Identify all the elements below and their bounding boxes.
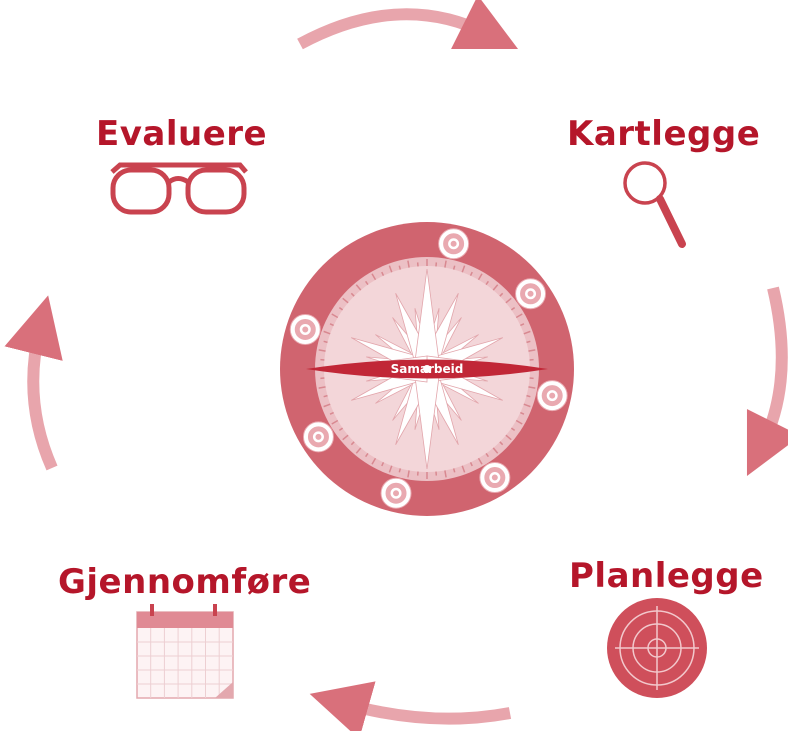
step-label-planlegge: Planlegge	[569, 556, 764, 596]
calendar-icon	[137, 604, 233, 698]
arrow-left	[33, 328, 52, 468]
step-label-kartlegge: Kartlegge	[567, 114, 760, 154]
step-label-gjennomfore: Gjennomføre	[58, 562, 311, 602]
arrow-top	[300, 14, 488, 44]
arrow-right	[762, 288, 782, 446]
target-icon	[607, 598, 707, 698]
step-label-evaluere: Evaluere	[96, 114, 267, 154]
glasses-icon	[112, 165, 246, 212]
arrow-bottom	[342, 703, 510, 719]
center-label: Samarbeid	[391, 362, 464, 376]
magnifier-icon	[625, 163, 682, 244]
